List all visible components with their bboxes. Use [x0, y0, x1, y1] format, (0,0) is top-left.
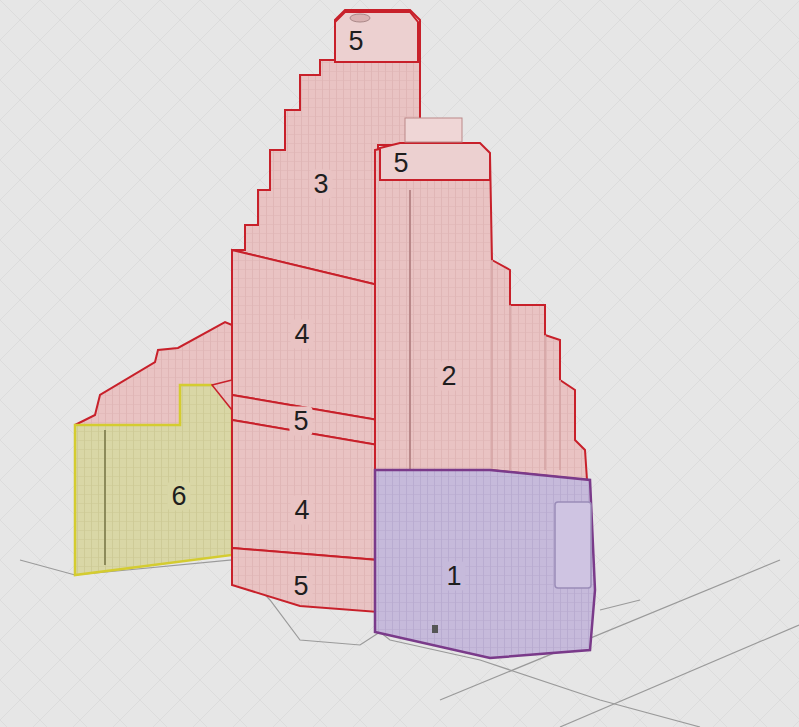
callout-number: 5	[344, 27, 367, 56]
callout-number: 5	[389, 149, 412, 178]
callout-number: 2	[437, 362, 460, 391]
callout-number: 6	[167, 482, 190, 511]
callout-number: 5	[289, 407, 312, 436]
callout-number: 4	[290, 320, 313, 349]
callout-number: 1	[442, 562, 465, 591]
callout-number: 3	[309, 170, 332, 199]
callout-number: 4	[290, 496, 313, 525]
callout-number: 5	[289, 572, 312, 601]
